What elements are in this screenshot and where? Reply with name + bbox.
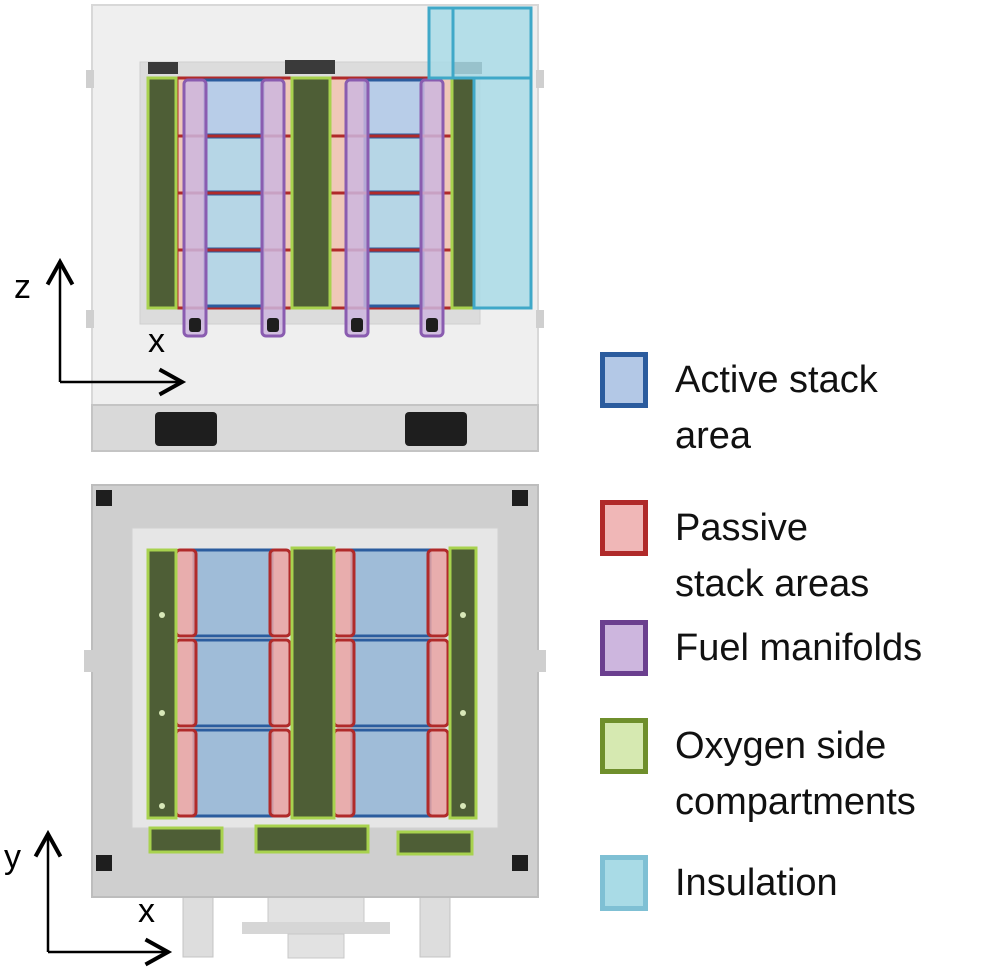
top-clip (536, 310, 544, 328)
active-stack-cell (192, 548, 274, 638)
legend-item-oxygen-compartments: Oxygen side compartments (600, 718, 916, 830)
fuel-manifold (182, 78, 208, 338)
legend-swatch-insulation (600, 855, 648, 911)
oxygen-compartment (396, 830, 474, 856)
fuel-manifold (260, 78, 286, 338)
bottom-leg (182, 894, 214, 958)
oxygen-side-compartments (146, 76, 476, 310)
bottom-view: y x (4, 484, 546, 967)
legend-label: Fuel manifolds (675, 627, 923, 669)
top-clip (86, 310, 94, 328)
top-cap-left (148, 62, 178, 74)
oxygen-compartment (290, 76, 332, 310)
passive-stack-area (174, 728, 198, 818)
passive-stack-area (174, 638, 198, 728)
legend-swatch-fuel (600, 620, 648, 676)
top-cap-center (285, 60, 335, 74)
legend-item-insulation: Insulation (600, 855, 838, 911)
active-stack-cell (350, 638, 432, 728)
passive-stack-area (174, 548, 198, 638)
legend-label: Oxygen side compartments (675, 725, 916, 823)
oxygen-compartment (146, 76, 178, 310)
bottom-leg (419, 894, 451, 958)
oxygen-compartment (148, 826, 224, 854)
legend-item-fuel-manifolds: Fuel manifolds (600, 620, 922, 676)
oxygen-compartment (450, 76, 476, 310)
passive-stack-area (332, 728, 356, 818)
passive-stack-areas (174, 548, 450, 818)
fuel-manifold (344, 78, 370, 338)
oxygen-compartment (254, 824, 370, 854)
top-foot-right (405, 412, 467, 446)
top-clip (86, 70, 94, 88)
oxygen-compartment (448, 546, 478, 820)
legend-item-passive-stack: Passive stack areas (600, 500, 869, 612)
x-axis-label: x (148, 322, 165, 360)
passive-stack-area (268, 728, 292, 818)
active-stack-cell (203, 192, 265, 251)
active-stack-cell (192, 638, 274, 728)
bottom-axes (33, 829, 173, 967)
insulation-block (427, 6, 533, 80)
fuel-manifold (419, 78, 445, 338)
top-view: z x (14, 4, 544, 452)
insulation-block (472, 76, 533, 310)
passive-stack-area (332, 638, 356, 728)
active-stack-cell (363, 78, 425, 137)
z-axis-label: z (14, 268, 31, 306)
active-stack-cell (350, 548, 432, 638)
bottom-corner-blocks (96, 490, 528, 871)
top-axes (45, 257, 187, 397)
x-axis-label: x (138, 892, 155, 930)
bottom-outlet-flange (242, 922, 390, 934)
passive-stack-area (426, 548, 450, 638)
top-clip (536, 70, 544, 88)
oxygen-compartment (146, 548, 178, 820)
legend-swatch-oxygen (600, 718, 648, 774)
active-stack-cell (363, 249, 425, 308)
passive-stack-area (268, 548, 292, 638)
active-stack-cell (203, 249, 265, 308)
active-stack-cell (203, 135, 265, 194)
legend-label: Passive stack areas (675, 507, 870, 605)
legend-item-active-stack: Active stack area (600, 352, 878, 464)
passive-stack-area (426, 728, 450, 818)
oxygen-side-compartments (146, 546, 478, 856)
y-axis-label: y (4, 838, 21, 876)
legend-label: Active stack area (675, 359, 878, 457)
oxygen-compartment (290, 546, 336, 820)
active-stack-cell (192, 728, 274, 818)
oxygen-compartment-bolts (159, 612, 466, 809)
legend-swatch-active (600, 352, 648, 408)
legend-swatch-passive (600, 500, 648, 556)
active-stack-cell (203, 78, 265, 137)
insulation (427, 6, 533, 310)
bottom-side-clips (84, 650, 546, 672)
active-stack-cell (363, 135, 425, 194)
passive-stack-area (268, 638, 292, 728)
top-foot-left (155, 412, 217, 446)
active-stack-cell (350, 728, 432, 818)
passive-stack-area (332, 548, 356, 638)
active-stack-cell (363, 192, 425, 251)
fuel-manifolds (182, 78, 445, 338)
legend-label: Insulation (675, 862, 838, 904)
fuel-manifold-ports (189, 318, 438, 332)
bottom-outlet-neck (287, 933, 345, 959)
passive-stack-area (426, 638, 450, 728)
